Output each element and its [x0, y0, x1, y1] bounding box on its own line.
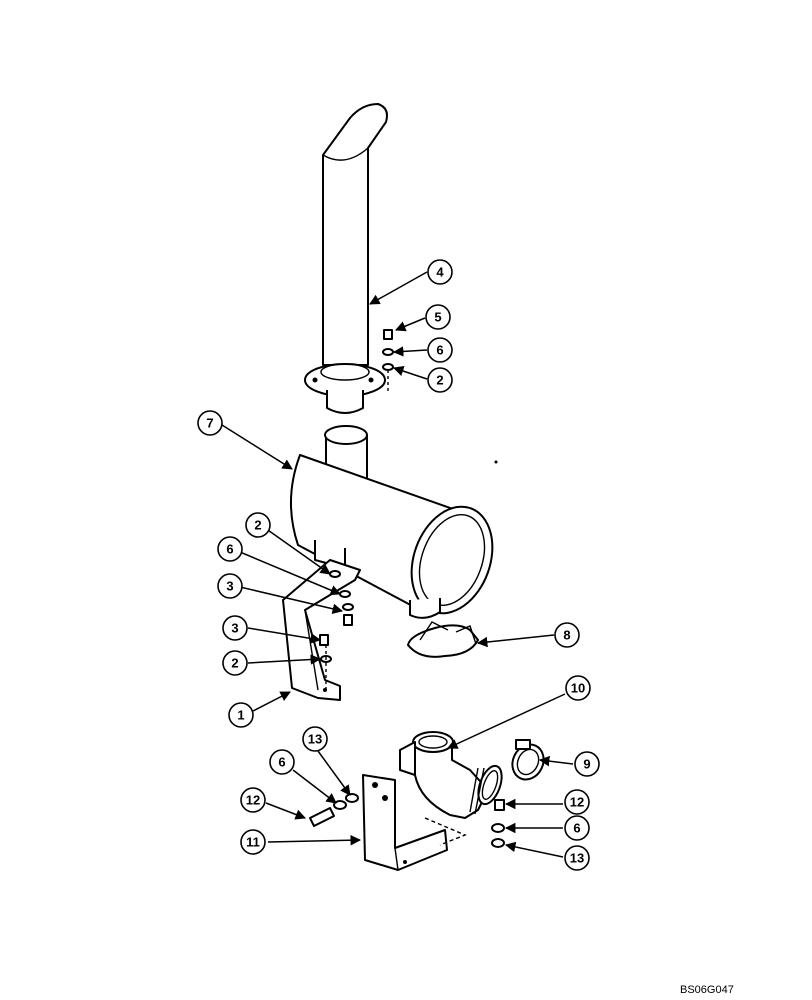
svg-text:8: 8 [563, 628, 570, 643]
exhaust-stack [304, 103, 388, 414]
left-bracket-fasteners [309, 793, 359, 827]
callout-1: 1 [228, 702, 254, 728]
u-bolt-clamp [407, 621, 479, 658]
callout-9: 9 [574, 751, 600, 777]
svg-text:3: 3 [231, 621, 238, 636]
callout-2: 2 [245, 512, 271, 538]
callout-6: 6 [564, 815, 590, 841]
svg-text:5: 5 [434, 310, 441, 325]
callout-13: 13 [302, 726, 328, 752]
callout-3: 3 [217, 573, 243, 599]
leader-lines [221, 271, 574, 858]
callout-4: 4 [427, 259, 453, 285]
svg-text:12: 12 [570, 795, 584, 810]
callout-13: 13 [564, 845, 590, 871]
figure-code: BS06G047 [680, 984, 734, 996]
svg-text:6: 6 [278, 755, 285, 770]
svg-text:2: 2 [231, 656, 238, 671]
elbow-bracket [362, 774, 467, 871]
callout-10: 10 [565, 675, 591, 701]
callouts: 4 5 6 2 7 2 6 3 3 2 1 8 10 9 13 6 12 11 … [197, 259, 600, 871]
svg-text:6: 6 [573, 821, 580, 836]
svg-text:11: 11 [246, 835, 260, 850]
callout-12: 12 [240, 787, 266, 813]
callout-6: 6 [217, 536, 243, 562]
exhaust-elbow [399, 731, 503, 819]
svg-text:12: 12 [246, 793, 260, 808]
callout-12: 12 [564, 789, 590, 815]
muffler-bracket [282, 559, 361, 701]
right-bracket-fasteners [491, 799, 505, 848]
svg-text:13: 13 [570, 851, 584, 866]
callout-6: 6 [427, 337, 453, 363]
svg-text:3: 3 [226, 579, 233, 594]
callout-3: 3 [222, 615, 248, 641]
svg-text:2: 2 [436, 373, 443, 388]
svg-text:2: 2 [254, 518, 261, 533]
svg-text:7: 7 [206, 416, 213, 431]
stack-fasteners [382, 329, 394, 392]
callout-7: 7 [197, 410, 223, 436]
band-clamp [511, 739, 545, 781]
callout-11: 11 [240, 829, 266, 855]
svg-text:13: 13 [308, 732, 322, 747]
callout-6: 6 [269, 749, 295, 775]
muffler [290, 425, 498, 619]
callout-8: 8 [554, 622, 580, 648]
svg-text:10: 10 [571, 681, 585, 696]
callout-2: 2 [427, 367, 453, 393]
svg-text:9: 9 [583, 757, 590, 772]
callout-2: 2 [222, 650, 248, 676]
callout-5: 5 [425, 304, 451, 330]
svg-text:6: 6 [436, 343, 443, 358]
svg-text:4: 4 [436, 265, 444, 280]
svg-text:6: 6 [226, 542, 233, 557]
svg-text:1: 1 [237, 708, 244, 723]
